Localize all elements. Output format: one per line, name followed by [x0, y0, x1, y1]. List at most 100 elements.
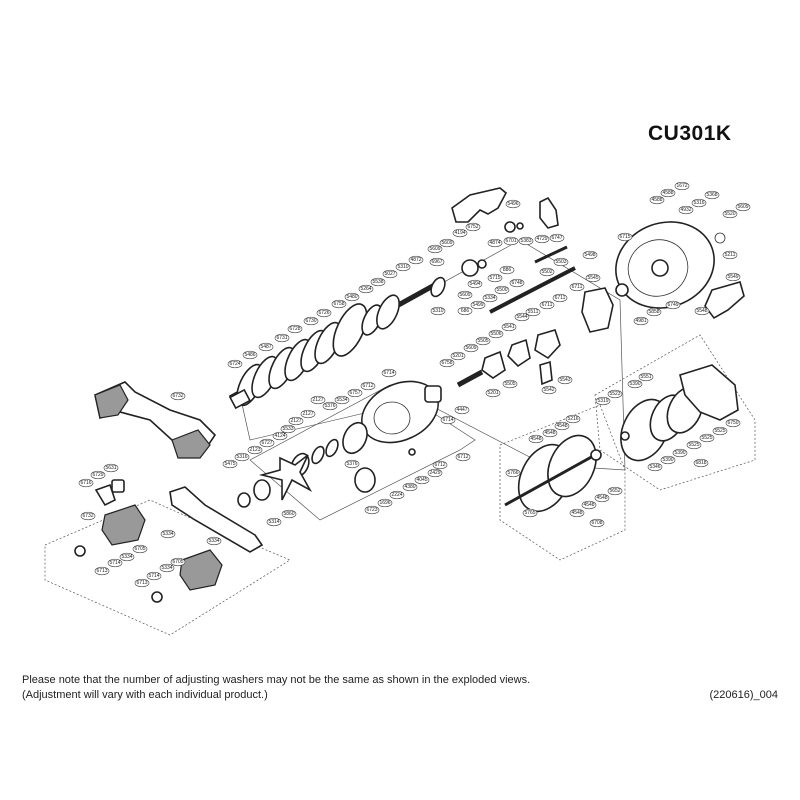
main-gear [332, 303, 368, 357]
part-number: 5609 [737, 204, 748, 210]
level-wind-pin [534, 245, 568, 264]
part-label-5525: 5525 [686, 440, 702, 450]
part-number: 4194 [454, 230, 465, 236]
part-label-5334: 5334 [119, 552, 135, 562]
diagram-code: (220616)_004 [709, 689, 778, 701]
part-number: 5549 [727, 274, 738, 280]
part-number: 5714 [109, 560, 120, 566]
part-number: 4548 [556, 423, 567, 429]
part-label-5390: 5390 [660, 455, 676, 465]
clutch-spring-plate [539, 360, 553, 386]
part-number: 6967 [431, 259, 442, 265]
part-number: 5652 [609, 488, 620, 494]
part-label-bubble [674, 181, 690, 191]
part-number: 5475 [224, 461, 235, 467]
part-label-bubble [542, 428, 558, 438]
part-label-bubble [439, 358, 455, 368]
handle-arm [169, 486, 264, 553]
part-label-bubble [475, 336, 491, 346]
handle-nut [253, 479, 271, 501]
part-number: 5316 [693, 200, 704, 206]
part-label-5511: 5511 [525, 307, 541, 317]
part-label-4588: 4588 [660, 188, 676, 198]
part-number: 5494 [469, 281, 480, 287]
part-label-4932: 4932 [678, 205, 694, 215]
part-label-5533: 5533 [280, 424, 296, 434]
part-label-5765: 5765 [522, 508, 538, 518]
part-number: 5715 [489, 275, 500, 281]
part-number: 6712 [457, 454, 468, 460]
part-label-bubble [528, 434, 544, 444]
part-label-bubble [649, 195, 665, 205]
part-label-bubble [358, 284, 374, 294]
part-number: 4872 [410, 257, 421, 263]
part-number: 5609 [465, 345, 476, 351]
part-label-bubble [454, 405, 470, 415]
adjusting-washers-note: Please note that the number of adjusting… [22, 674, 531, 686]
handle-knob [179, 549, 223, 591]
part-number: 6818 [695, 460, 706, 466]
part-label-2224: 2224 [389, 490, 405, 500]
part-label-bubble [595, 396, 611, 406]
part-label-6967: 6967 [429, 257, 445, 267]
part-label-bubble [465, 222, 481, 232]
part-label-5487: 5487 [258, 342, 274, 352]
part-label-bubble [160, 529, 176, 539]
part-number: 4548 [596, 495, 607, 501]
part-label-5480: 5480 [344, 292, 360, 302]
part-number: 5027 [384, 271, 395, 277]
part-label-bubble [488, 329, 504, 339]
part-number: 5211 [725, 252, 736, 258]
part-label-5545: 5545 [585, 273, 601, 283]
part-number: 5334 [161, 565, 172, 571]
part-number: 5543 [559, 377, 570, 383]
part-label-6748: 6748 [509, 278, 525, 288]
part-label-bubble [429, 257, 445, 267]
part-label-5551: 5551 [638, 372, 654, 382]
part-label-bubble [94, 566, 110, 576]
part-label-bubble [518, 236, 534, 246]
part-label-bubble [494, 285, 510, 295]
part-number: 5766 [507, 470, 518, 476]
handle-group-outline [44, 499, 291, 636]
part-label-bubble [78, 478, 94, 488]
part-label-bubble [485, 388, 501, 398]
part-label-bubble [541, 385, 557, 395]
part-label-bubble [103, 463, 119, 473]
part-label-bubble [665, 300, 681, 310]
part-label-4045: 4045 [414, 475, 430, 485]
part-label-5334: 5334 [159, 563, 175, 573]
part-label-bubble [539, 267, 555, 277]
drag-lever [539, 196, 559, 229]
part-label-bubble [502, 379, 518, 389]
part-number: 6705 [172, 559, 183, 565]
part-number: 5334 [121, 554, 132, 560]
part-number: 5551 [640, 374, 651, 380]
part-label-4548: 4548 [554, 421, 570, 431]
part-label-5310: 5310 [395, 262, 411, 272]
part-label-5390: 5390 [627, 379, 643, 389]
part-label-6727: 6727 [259, 438, 275, 448]
part-label-bubble [452, 228, 468, 238]
part-label-bubble [691, 198, 707, 208]
part-label-5858: 5858 [646, 307, 662, 317]
part-label-bubble [585, 273, 601, 283]
part-label-bubble [272, 431, 288, 441]
part-number: 5548 [696, 308, 707, 314]
part-number: 5609 [459, 292, 470, 298]
part-number: 5544 [516, 314, 527, 320]
part-label-5496: 5496 [505, 199, 521, 209]
bearing [620, 431, 630, 441]
part-label-bubble [569, 282, 585, 292]
part-label-4194: 4194 [452, 228, 468, 238]
part-number: 5201 [487, 390, 498, 396]
part-number: 6714 [442, 417, 453, 423]
part-label-6712: 6712 [360, 381, 376, 391]
part-label-6711: 6711 [539, 300, 555, 310]
part-label-4588: 4588 [649, 195, 665, 205]
part-label-bubble [427, 468, 443, 478]
part-number: 4548 [530, 436, 541, 442]
part-label-5766: 5766 [505, 468, 521, 478]
part-number: 6727 [261, 440, 272, 446]
part-label-5500: 5500 [494, 285, 510, 295]
